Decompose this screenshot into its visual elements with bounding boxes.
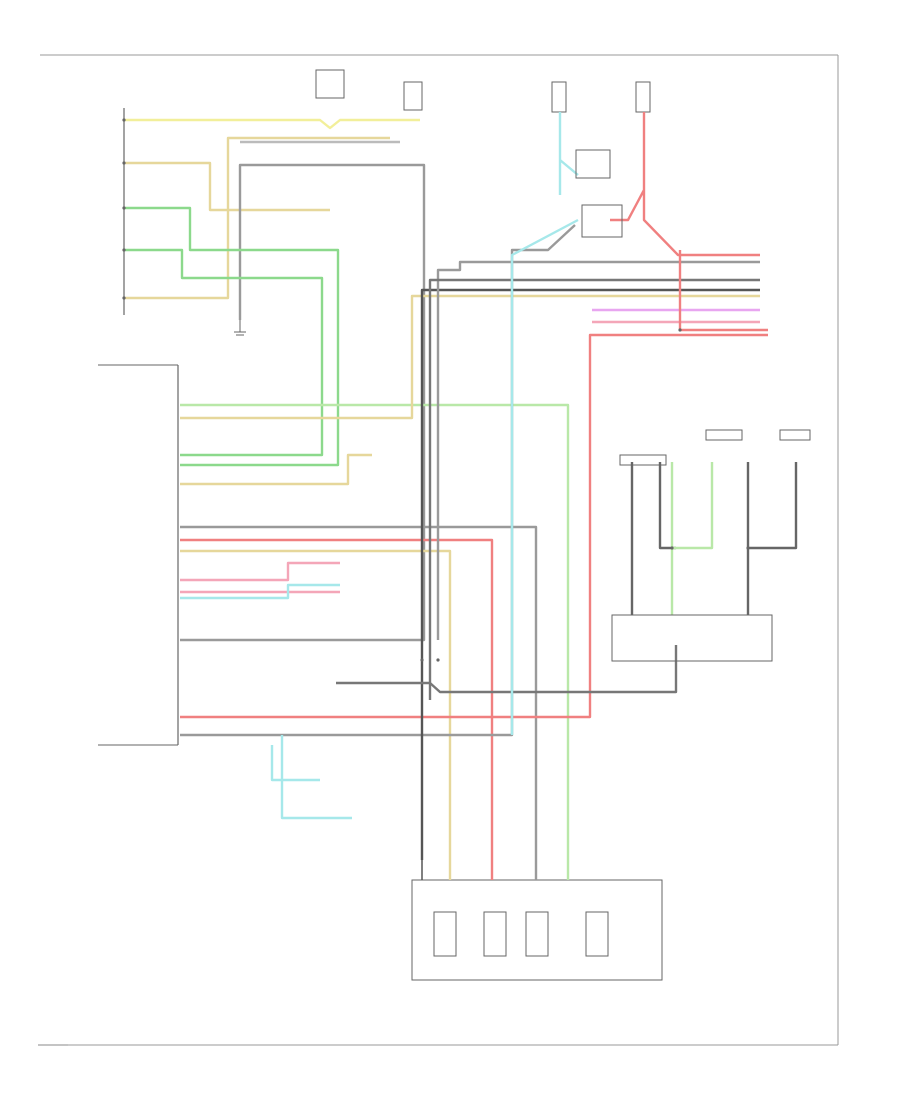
- wire-tan-2: [124, 136, 390, 300]
- wire-black-long: [420, 288, 760, 860]
- wire-tan-pcm: [180, 294, 760, 420]
- transmission-box: [411, 860, 663, 981]
- wire-cyan-sub: [270, 745, 320, 782]
- pcm-module: [98, 364, 179, 746]
- wire-gray-1: [180, 163, 426, 642]
- top-left-connector: [123, 69, 651, 315]
- splice-points: [122, 118, 750, 662]
- wire-gray-ign: [180, 224, 576, 737]
- wire-black-r4: [748, 462, 798, 550]
- wire-gray-pcm1: [180, 525, 538, 860]
- wire-red-pcm: [180, 538, 494, 860]
- wire-ltgreen-r: [670, 462, 714, 615]
- wire-cyan-top: [558, 112, 579, 195]
- wire-tan-1: [124, 161, 330, 212]
- right-switch-group: [611, 429, 811, 662]
- wire-black-r2: [658, 462, 676, 550]
- wire-tan-short: [180, 453, 372, 486]
- wire-ltgreen-pcm: [180, 403, 570, 860]
- wires-relay: [510, 112, 768, 735]
- wire-tan-pcm2: [180, 549, 452, 860]
- wire-black-2: [428, 278, 760, 700]
- wire-cyan-pcm: [280, 735, 352, 820]
- wire-green-2: [124, 248, 324, 457]
- ground-icon: [234, 320, 246, 336]
- wires-top: [124, 118, 426, 642]
- wire-green-1: [124, 206, 340, 467]
- wire-pink-1: [180, 561, 340, 582]
- wire-yellow-1: [124, 118, 420, 130]
- wire-gray-long: [436, 260, 760, 640]
- wire-cyan-2: [180, 583, 340, 600]
- wire-black-3: [336, 645, 678, 694]
- wire-cyan-relay: [510, 218, 579, 735]
- wire-red-top: [610, 112, 760, 257]
- wire-red-batt: [180, 333, 768, 719]
- diagram-frame: [40, 54, 839, 1046]
- wires-mid: [180, 224, 768, 860]
